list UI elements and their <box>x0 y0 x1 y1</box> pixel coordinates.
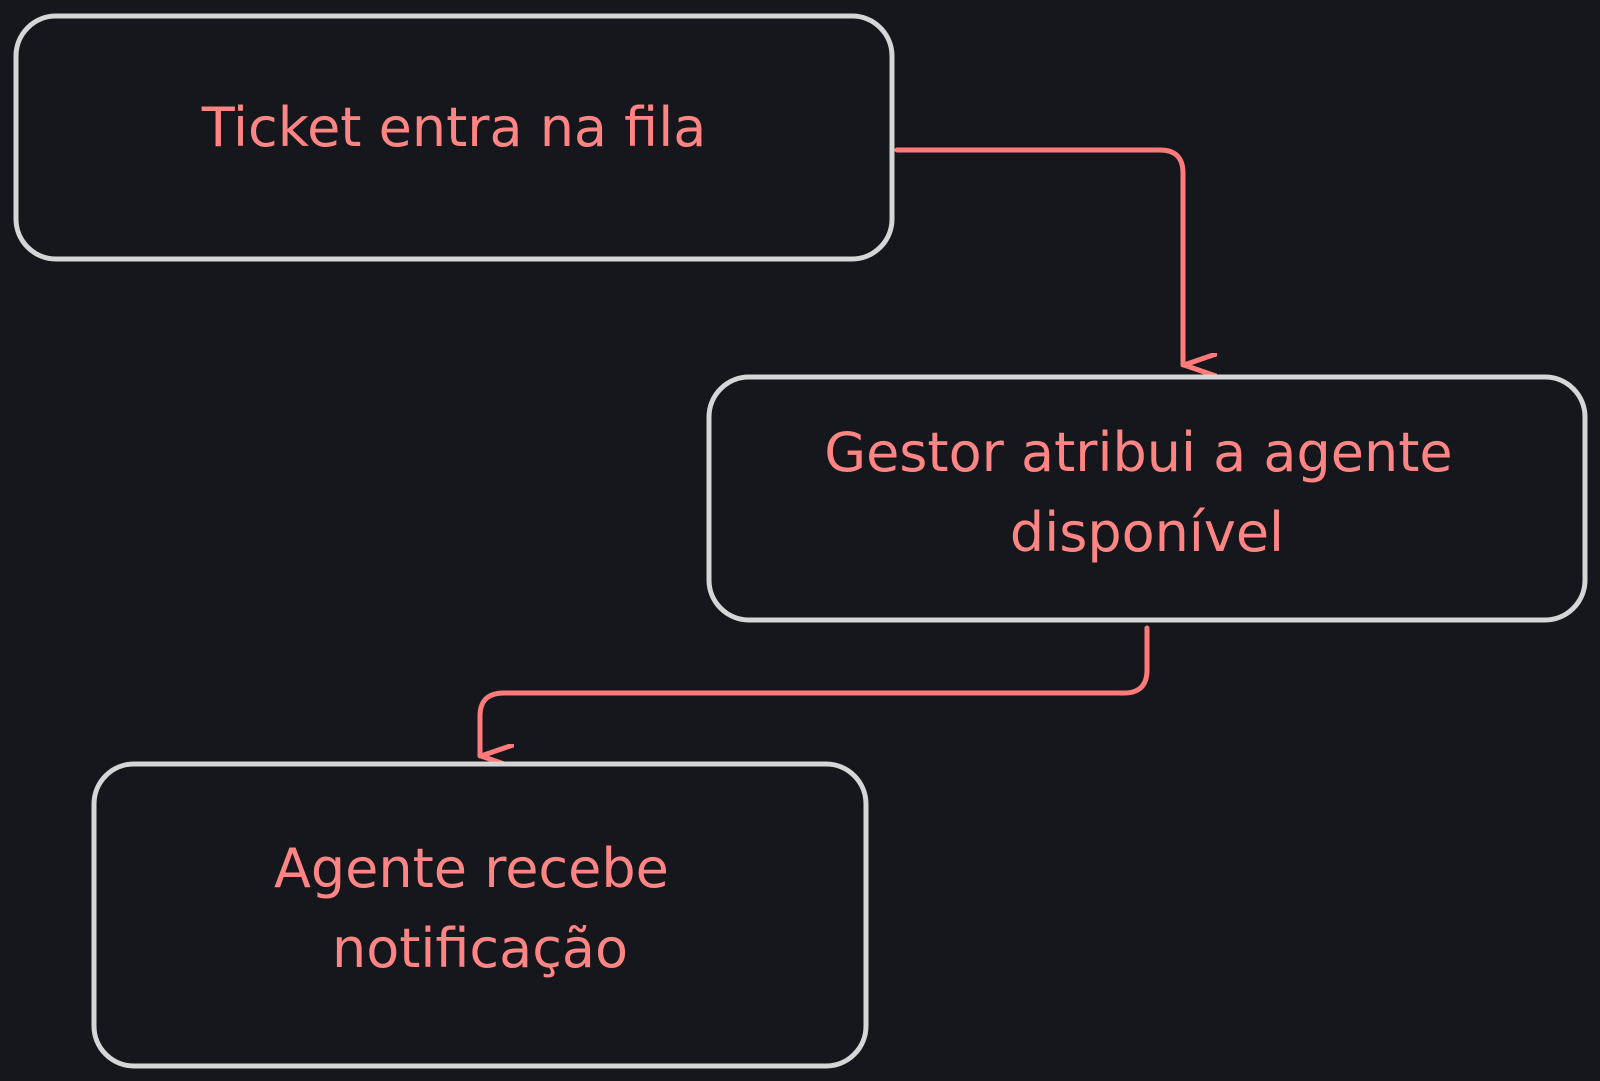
node-label: Ticket entra na fila <box>201 96 707 159</box>
node-label-line: notificação <box>332 917 628 980</box>
node-label-line: Agente recebe <box>274 837 669 900</box>
node-ticket-enters-queue[interactable]: Ticket entra na fila <box>13 13 895 262</box>
arrow-ticket-to-manager <box>894 147 1183 365</box>
node-label: Gestor atribui a agente disponível <box>824 421 1470 564</box>
node-box <box>13 13 895 262</box>
node-label-line: disponível <box>1010 501 1284 564</box>
node-box <box>706 374 1588 623</box>
node-agent-receives-notification[interactable]: Agente recebe notificação <box>91 761 869 1069</box>
node-label-line: Ticket entra na fila <box>201 96 707 159</box>
node-manager-assigns-agent[interactable]: Gestor atribui a agente disponível <box>706 374 1588 623</box>
arrow-manager-to-agent <box>477 625 1150 756</box>
node-box <box>91 761 869 1069</box>
node-label-line: Gestor atribui a agente <box>824 421 1452 484</box>
node-label: Agente recebe notificação <box>274 837 686 980</box>
